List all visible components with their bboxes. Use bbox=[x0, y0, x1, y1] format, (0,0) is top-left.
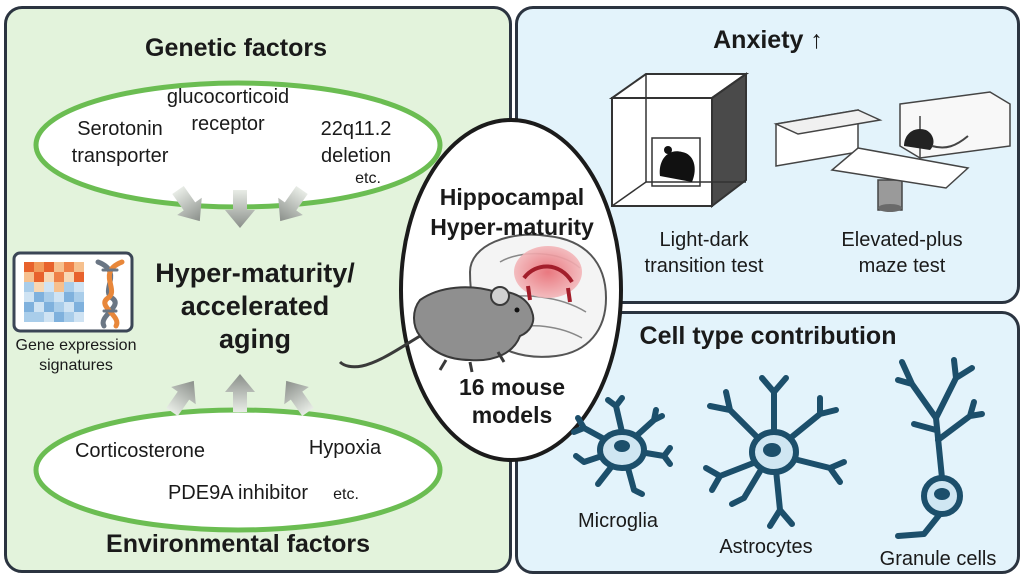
environmental-factors-title: Environmental factors bbox=[106, 530, 370, 558]
glucocorticoid-line2: receptor bbox=[191, 113, 265, 135]
mouse-illustration bbox=[338, 286, 535, 373]
up-arrows bbox=[166, 374, 314, 417]
genetic-factors-title: Genetic factors bbox=[144, 34, 328, 62]
glucocorticoid-line1: glucocorticoid bbox=[166, 86, 290, 108]
pde9a-label: PDE9A inhibitor bbox=[167, 482, 309, 504]
down-arrows bbox=[172, 185, 308, 228]
cell-type-title: Cell type contribution bbox=[639, 322, 897, 350]
anxiety-title: Anxiety ↑ bbox=[713, 26, 823, 55]
microglia-illustration bbox=[571, 395, 673, 497]
environmental-etc: etc. bbox=[333, 486, 359, 503]
granule-cell-illustration bbox=[895, 357, 985, 539]
models-line2: models bbox=[471, 402, 553, 428]
astrocytes-label: Astrocytes bbox=[719, 536, 813, 558]
serotonin-line1: Serotonin bbox=[77, 118, 163, 140]
hippocampal-line1: Hippocampal bbox=[439, 184, 585, 210]
astrocyte-illustration bbox=[703, 375, 847, 529]
environmental-factors-ellipse bbox=[33, 407, 443, 533]
anxiety-title-text: Anxiety bbox=[713, 26, 804, 54]
light-dark-line2: transition test bbox=[644, 255, 764, 277]
light-dark-line1: Light-dark bbox=[659, 229, 749, 251]
hyper-maturity-line3: aging bbox=[219, 324, 291, 354]
hyper-maturity-line2: accelerated bbox=[180, 291, 330, 321]
gene-expression-line1: Gene expression bbox=[15, 337, 137, 354]
deletion-line2: deletion bbox=[320, 145, 392, 167]
corticosterone-label: Corticosterone bbox=[74, 440, 206, 462]
serotonin-line2: transporter bbox=[71, 145, 169, 167]
gene-expression-line2: signatures bbox=[39, 357, 113, 374]
elevated-plus-maze-illustration bbox=[773, 91, 1011, 212]
hippocampal-line2: Hyper-maturity bbox=[430, 214, 594, 240]
epm-line1: Elevated-plus bbox=[841, 229, 963, 251]
gene-expression-heatmap-icon bbox=[12, 251, 134, 333]
granule-cells-label: Granule cells bbox=[879, 548, 997, 570]
deletion-line1: 22q11.2 bbox=[320, 118, 392, 140]
hypoxia-label: Hypoxia bbox=[308, 437, 382, 459]
hippocampus-highlight-icon bbox=[514, 246, 582, 298]
up-arrow-icon: ↑ bbox=[810, 26, 823, 54]
models-line1: 16 mouse bbox=[458, 374, 566, 400]
genetic-etc: etc. bbox=[355, 170, 381, 187]
epm-line2: maze test bbox=[858, 255, 946, 277]
hyper-maturity-line1: Hyper-maturity/ bbox=[155, 258, 355, 288]
microglia-label: Microglia bbox=[577, 510, 659, 532]
light-dark-box-illustration bbox=[608, 72, 750, 209]
